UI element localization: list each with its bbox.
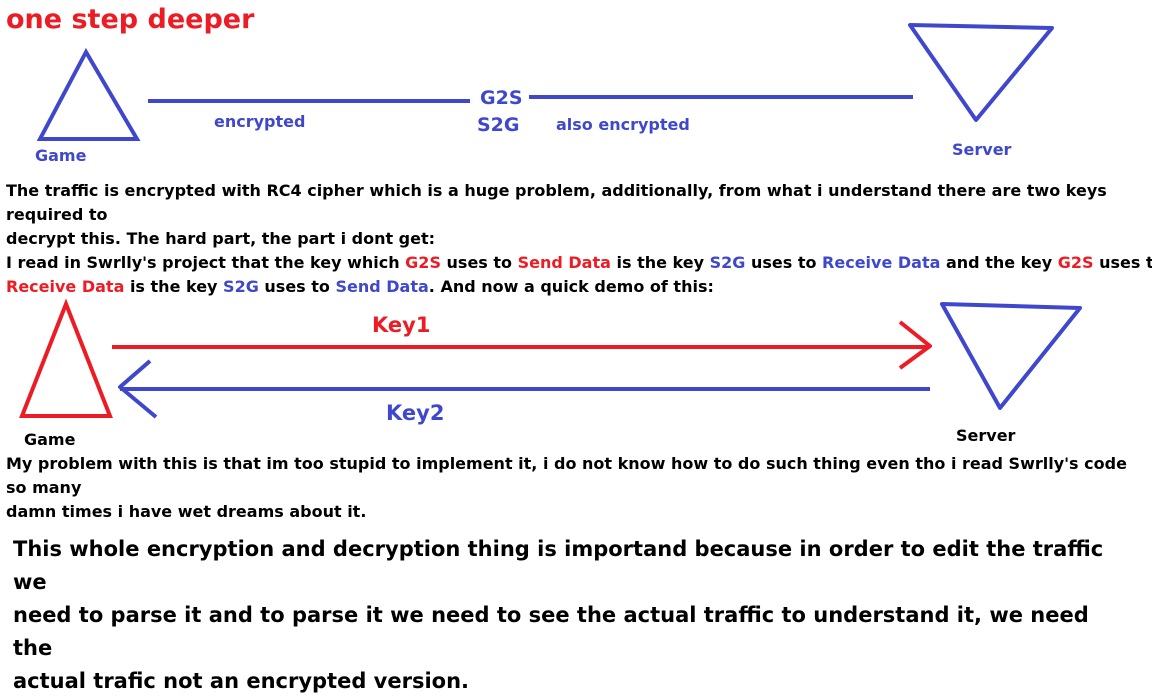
encrypted-label: encrypted bbox=[214, 112, 306, 131]
send-data-term: Send Data bbox=[517, 253, 611, 272]
explanation-paragraph: The traffic is encrypted with RC4 cipher… bbox=[6, 179, 1152, 299]
g2s-term: G2S bbox=[1057, 253, 1094, 272]
text-segment: and the key bbox=[940, 253, 1058, 272]
paragraph-line: actual trafic not an encrypted version. bbox=[13, 669, 470, 693]
send-data-term: Send Data bbox=[335, 277, 429, 296]
paragraph-line: decrypt this. The hard part, the part i … bbox=[6, 229, 436, 248]
text-segment: is the key bbox=[610, 253, 710, 272]
receive-data-term: Receive Data bbox=[6, 277, 125, 296]
paragraph-line: I read in Swrlly's project that the key … bbox=[6, 251, 1152, 275]
key2-label: Key2 bbox=[386, 401, 445, 425]
text-segment: uses to bbox=[1099, 253, 1152, 272]
also-encrypted-label: also encrypted bbox=[556, 115, 690, 134]
paragraph-line: This whole encryption and decryption thi… bbox=[13, 537, 1104, 594]
s2g-term: S2G bbox=[223, 277, 259, 296]
game-triangle-icon bbox=[36, 47, 141, 141]
problem-paragraph: My problem with this is that im too stup… bbox=[6, 452, 1146, 524]
paragraph-line: need to parse it and to parse it we need… bbox=[13, 603, 1089, 660]
conclusion-paragraph: This whole encryption and decryption thi… bbox=[13, 533, 1133, 698]
key2-arrowhead-icon bbox=[118, 359, 158, 419]
key1-arrowhead-icon bbox=[898, 320, 932, 370]
server-label-2: Server bbox=[956, 426, 1016, 445]
g2s-term: G2S bbox=[405, 253, 441, 272]
server-label: Server bbox=[952, 140, 1012, 159]
g2s-label: G2S bbox=[480, 87, 523, 109]
s2g-label: S2G bbox=[477, 114, 520, 136]
server-triangle-icon bbox=[908, 23, 1054, 122]
text-segment: uses to bbox=[440, 253, 518, 272]
game-triangle-icon-red bbox=[19, 298, 113, 418]
paragraph-line: The traffic is encrypted with RC4 cipher… bbox=[6, 181, 1107, 224]
key1-label: Key1 bbox=[372, 313, 431, 337]
text-segment: uses to bbox=[258, 277, 336, 296]
game-label: Game bbox=[35, 146, 87, 165]
text-segment: uses to bbox=[745, 253, 823, 272]
paragraph-line: My problem with this is that im too stup… bbox=[6, 454, 1127, 497]
paragraph-line: damn times i have wet dreams about it. bbox=[6, 502, 367, 521]
text-segment: I read in Swrlly's project that the key … bbox=[6, 253, 406, 272]
s2g-term: S2G bbox=[709, 253, 746, 272]
text-segment: . And now a quick demo of this: bbox=[428, 277, 714, 296]
receive-data-term: Receive Data bbox=[822, 253, 941, 272]
server-triangle-icon-2 bbox=[940, 302, 1082, 410]
page-title: one step deeper bbox=[6, 4, 255, 35]
text-segment: is the key bbox=[124, 277, 224, 296]
diagram-canvas bbox=[19, 23, 1082, 419]
paragraph-line: Receive Data is the key S2G uses to Send… bbox=[6, 275, 1146, 299]
game-label-2: Game bbox=[24, 430, 76, 449]
